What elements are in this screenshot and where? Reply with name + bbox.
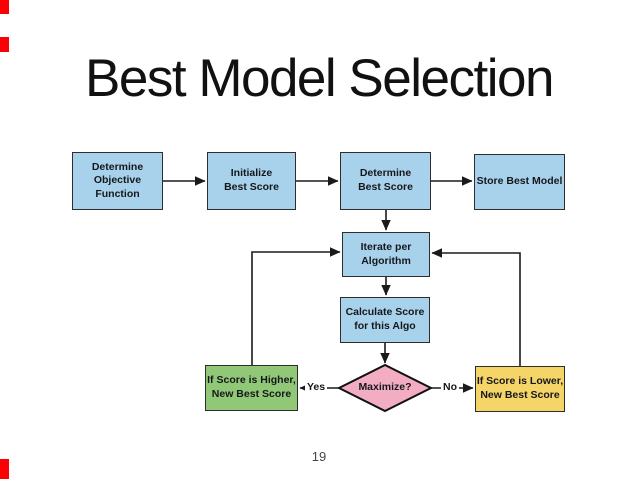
- flow-node-calculate-score: Calculate Score for this Algo: [340, 297, 430, 343]
- flow-node-store-best-model: Store Best Model: [474, 154, 565, 210]
- page-number: 19: [311, 449, 327, 464]
- flow-node-initialize-best-score: Initialize Best Score: [207, 152, 296, 210]
- flow-node-maximize-decision-label: Maximize?: [358, 381, 412, 394]
- flow-node-if-score-lower: If Score is Lower, New Best Score: [475, 366, 565, 412]
- edge-label-no: No: [441, 381, 459, 395]
- connector-lower-loopback: [431, 248, 521, 366]
- decision-diamond-shape: [336, 363, 434, 413]
- slide-title: Best Model Selection: [85, 49, 554, 108]
- flow-node-if-score-higher: If Score is Higher, New Best Score: [205, 365, 298, 411]
- red-edge-marker-bottom: [0, 459, 9, 479]
- red-edge-marker-top: [0, 0, 9, 14]
- flowchart-connectors: [163, 176, 521, 413]
- edge-label-yes: Yes: [305, 381, 328, 395]
- flow-node-determine-objective-function: Determine Objective Function: [72, 152, 163, 210]
- flow-node-determine-best-score: Determine Best Score: [340, 152, 431, 210]
- flowchart-diagram: Determine Objective Function Initialize …: [0, 140, 638, 430]
- connector-higher-loopback: [251, 247, 341, 365]
- flow-node-iterate-per-algorithm: Iterate per Algorithm: [342, 232, 430, 277]
- red-edge-marker-middle: [0, 37, 9, 52]
